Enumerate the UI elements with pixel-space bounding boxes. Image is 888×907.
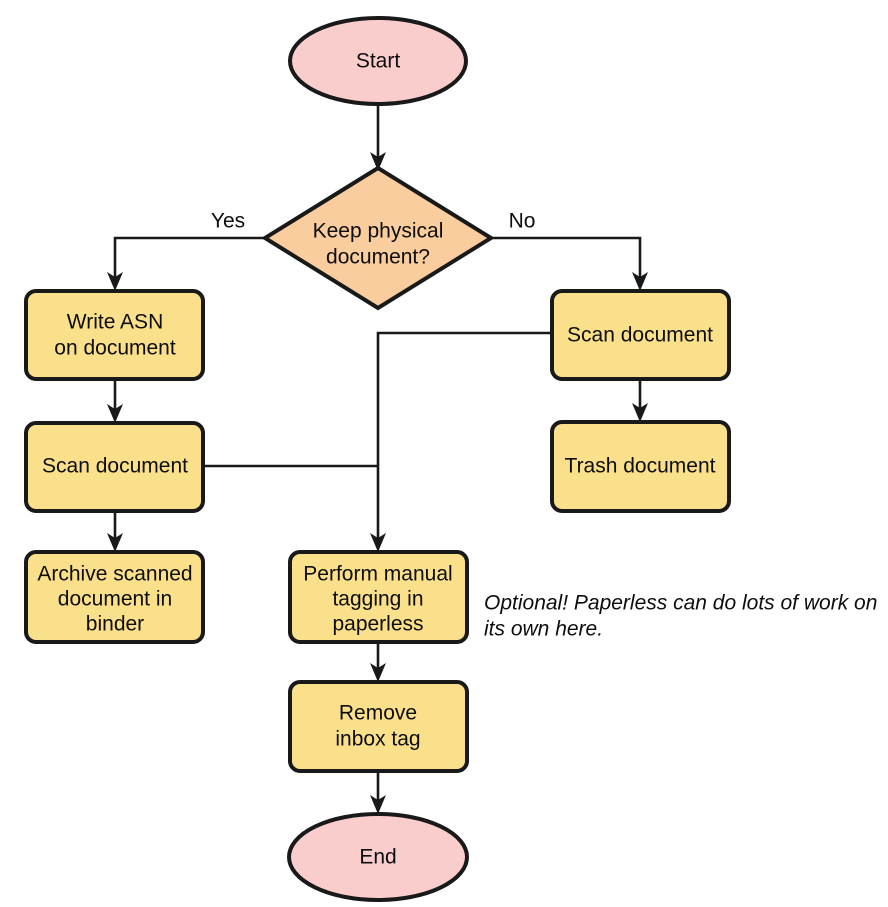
edge-decision-to-write-asn — [107, 236, 265, 291]
scan-document-right-label: Scan document — [567, 324, 713, 347]
edge-scan-right-to-tagging — [370, 331, 552, 552]
remove-inbox-label-line1: Remove — [339, 702, 417, 725]
end-label: End — [359, 846, 396, 869]
scan-document-right-box[interactable] — [550, 289, 731, 381]
start-label: Start — [356, 50, 401, 73]
annotation-line1: Optional! Paperless can do lots of work … — [484, 592, 877, 615]
node-scan-document-right[interactable]: Scan document — [550, 289, 731, 381]
archive-label-line1: Archive scanned — [37, 563, 192, 586]
tagging-box[interactable] — [288, 550, 469, 644]
trash-document-label: Trash document — [565, 455, 716, 478]
trash-document-box[interactable] — [550, 420, 731, 513]
node-end[interactable]: End — [287, 812, 469, 902]
annotation-note: Optional! Paperless can do lots of work … — [484, 592, 877, 641]
edge-decision-to-scan-right — [491, 236, 648, 291]
write-asn-box[interactable] — [24, 289, 205, 381]
remove-inbox-tag-box[interactable] — [288, 680, 469, 773]
start-ellipse[interactable] — [288, 16, 468, 106]
archive-label-line2: document in — [58, 588, 172, 611]
decision-diamond[interactable] — [261, 165, 495, 311]
remove-inbox-label-line2: inbox tag — [335, 728, 420, 751]
node-decision-keep-physical-document[interactable]: Keep physical document? — [261, 165, 495, 311]
decision-label-line2: document? — [326, 246, 430, 269]
tagging-label-line2: tagging in — [332, 588, 423, 611]
edge-write-asn-to-scan-left — [107, 379, 123, 423]
node-scan-document-left[interactable]: Scan document — [24, 421, 205, 513]
tagging-label-line3: paperless — [332, 613, 423, 636]
node-remove-inbox-tag[interactable]: Remove inbox tag — [288, 680, 469, 773]
edge-scan-right-to-trash — [632, 379, 648, 422]
annotation-line2: its own here. — [484, 618, 603, 641]
edge-tagging-to-remove-inbox — [370, 642, 386, 682]
write-asn-label-line1: Write ASN — [67, 311, 163, 334]
edge-label-no: No — [509, 210, 536, 233]
node-archive-scanned-document[interactable]: Archive scanned document in binder — [24, 550, 205, 644]
decision-label-line1: Keep physical — [313, 220, 444, 243]
archive-label-line3: binder — [86, 613, 144, 636]
write-asn-label-line2: on document — [54, 337, 176, 360]
scan-document-left-box[interactable] — [24, 421, 205, 513]
edge-scan-left-to-archive — [107, 511, 123, 552]
edge-label-yes: Yes — [211, 210, 245, 233]
edge-remove-inbox-to-end — [370, 771, 386, 814]
scan-document-left-label: Scan document — [42, 455, 188, 478]
node-start[interactable]: Start — [288, 16, 468, 106]
node-write-asn[interactable]: Write ASN on document — [24, 289, 205, 381]
edge-start-to-decision — [370, 104, 386, 171]
node-trash-document[interactable]: Trash document — [550, 420, 731, 513]
archive-box[interactable] — [24, 550, 205, 644]
node-perform-manual-tagging[interactable]: Perform manual tagging in paperless — [288, 550, 469, 644]
end-ellipse[interactable] — [287, 812, 469, 902]
tagging-label-line1: Perform manual — [303, 563, 452, 586]
